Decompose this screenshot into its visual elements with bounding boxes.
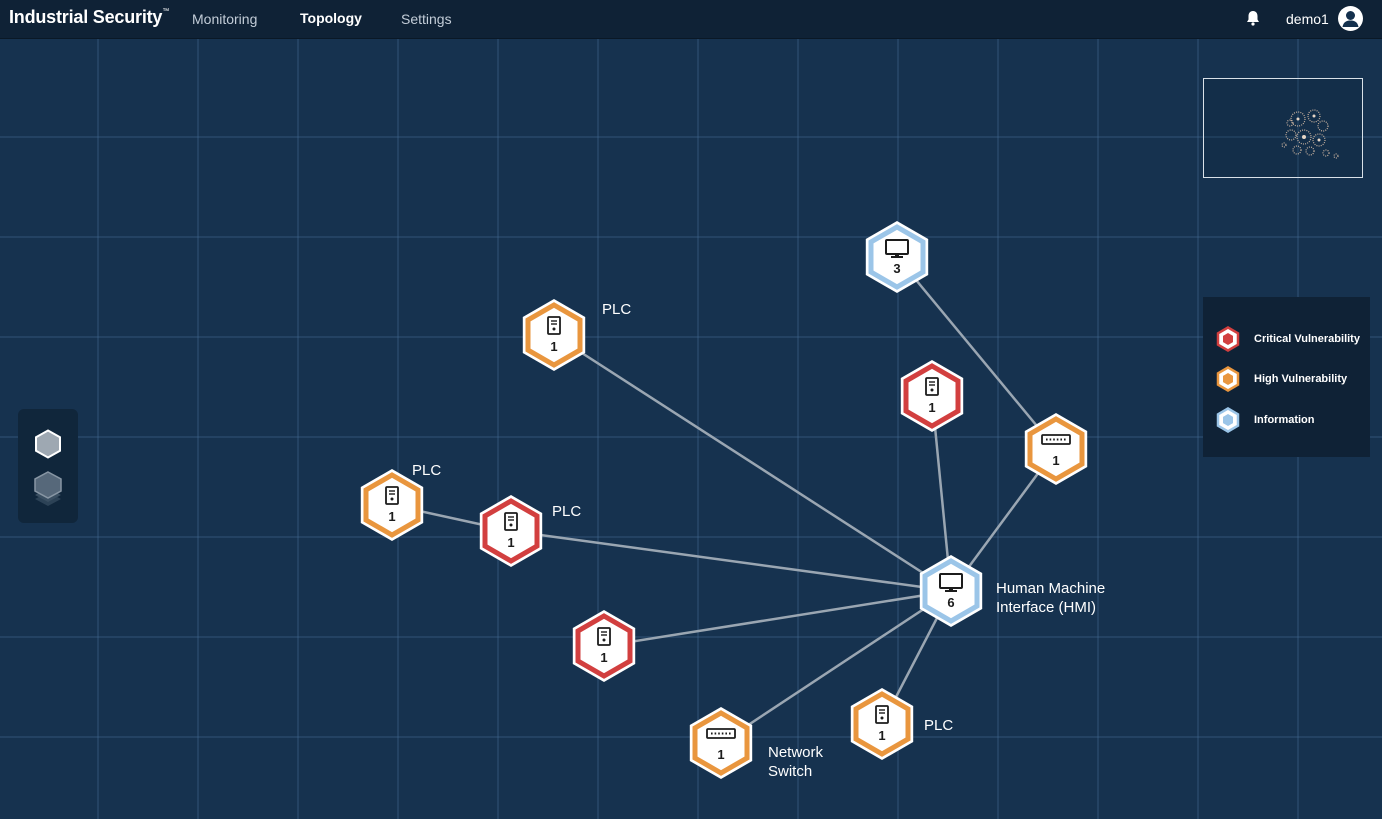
plc-icon bbox=[385, 486, 399, 505]
topology-canvas[interactable] bbox=[0, 39, 1382, 819]
node-count: 1 bbox=[928, 400, 935, 415]
layered-hexagon-view-icon[interactable] bbox=[33, 470, 63, 510]
nav-topology[interactable]: Topology bbox=[300, 10, 362, 26]
node-plc-crit-mid[interactable]: 1 bbox=[900, 360, 964, 432]
node-label-hmi: Human Machine Interface (HMI) bbox=[996, 580, 1106, 616]
node-count: 3 bbox=[893, 261, 900, 276]
nav-settings[interactable]: Settings bbox=[401, 11, 452, 27]
view-mode-toolbar bbox=[18, 409, 78, 523]
brand-trademark: ™ bbox=[162, 8, 170, 15]
node-plc-crit-low[interactable]: 1 bbox=[572, 610, 636, 682]
node-count: 1 bbox=[550, 339, 557, 354]
brand-name: Industrial Security bbox=[9, 7, 163, 27]
legend-label-critical: Critical Vulnerability bbox=[1254, 333, 1360, 345]
node-count: 1 bbox=[388, 509, 395, 524]
node-count: 1 bbox=[600, 650, 607, 665]
node-label-plc-bottom: PLC bbox=[924, 717, 954, 734]
legend-item-info: Information bbox=[1215, 407, 1365, 433]
edge-hmi-switch-bottom[interactable] bbox=[720, 589, 952, 745]
legend-item-high: High Vulnerability bbox=[1215, 366, 1365, 392]
plc-icon bbox=[504, 512, 518, 531]
minimap-preview bbox=[1281, 109, 1339, 159]
node-count: 1 bbox=[717, 747, 724, 762]
edge-hmi-plc-crit-low[interactable] bbox=[603, 589, 952, 648]
high-hexagon-icon bbox=[1216, 366, 1240, 392]
node-label-plc-top: PLC bbox=[602, 301, 632, 318]
plc-icon bbox=[547, 316, 561, 335]
info-hexagon-icon bbox=[1216, 407, 1240, 433]
legend-label-info: Information bbox=[1254, 414, 1315, 426]
username[interactable]: demo1 bbox=[1286, 11, 1329, 27]
switch-icon bbox=[1041, 434, 1071, 445]
edge-hmi-plc-top[interactable] bbox=[553, 333, 952, 593]
switch-icon bbox=[706, 728, 736, 739]
monitor-icon bbox=[939, 573, 963, 592]
node-switch-right[interactable]: 1 bbox=[1024, 413, 1088, 485]
minimap[interactable] bbox=[1203, 78, 1363, 178]
node-hmi[interactable]: 6 bbox=[919, 555, 983, 627]
node-plc-top[interactable]: 1 bbox=[522, 299, 586, 371]
node-plc-bottom[interactable]: 1 bbox=[850, 688, 914, 760]
plc-icon bbox=[597, 627, 611, 646]
node-ws3[interactable]: 3 bbox=[865, 221, 929, 293]
node-switch-bottom[interactable]: 1 bbox=[689, 707, 753, 779]
node-count: 1 bbox=[507, 535, 514, 550]
edges-layer bbox=[391, 256, 1058, 745]
node-plc-left[interactable]: 1 bbox=[360, 469, 424, 541]
monitor-icon bbox=[885, 239, 909, 258]
bell-icon[interactable] bbox=[1244, 9, 1262, 27]
user-avatar-icon[interactable] bbox=[1338, 6, 1363, 31]
node-count: 6 bbox=[947, 595, 954, 610]
legend-item-critical: Critical Vulnerability bbox=[1215, 326, 1365, 352]
node-label-plc-left: PLC bbox=[412, 462, 442, 479]
node-label-switch-bottom: Network Switch bbox=[768, 744, 824, 780]
legend-label-high: High Vulnerability bbox=[1254, 373, 1348, 385]
plc-icon bbox=[875, 705, 889, 724]
plc-icon bbox=[925, 377, 939, 396]
node-plc-crit-left[interactable]: 1 bbox=[479, 495, 543, 567]
legend: Critical Vulnerability High Vulnerabilit… bbox=[1203, 297, 1370, 457]
single-hexagon-view-icon[interactable] bbox=[34, 429, 62, 459]
node-count: 1 bbox=[878, 728, 885, 743]
app-brand[interactable]: Industrial Security™ bbox=[9, 7, 169, 28]
node-label-plc-crit-left: PLC bbox=[552, 503, 582, 520]
top-bar: Industrial Security™ Monitoring Topology… bbox=[0, 0, 1382, 39]
edge-hmi-plc-crit-left[interactable] bbox=[510, 529, 952, 593]
node-count: 1 bbox=[1052, 453, 1059, 468]
critical-hexagon-icon bbox=[1216, 326, 1240, 352]
edge-switch-right-ws3[interactable] bbox=[896, 256, 1057, 450]
nav-monitoring[interactable]: Monitoring bbox=[192, 11, 258, 27]
nodes-layer: 6 3 1 1 1 1 1 1 1 1 bbox=[360, 221, 1088, 779]
